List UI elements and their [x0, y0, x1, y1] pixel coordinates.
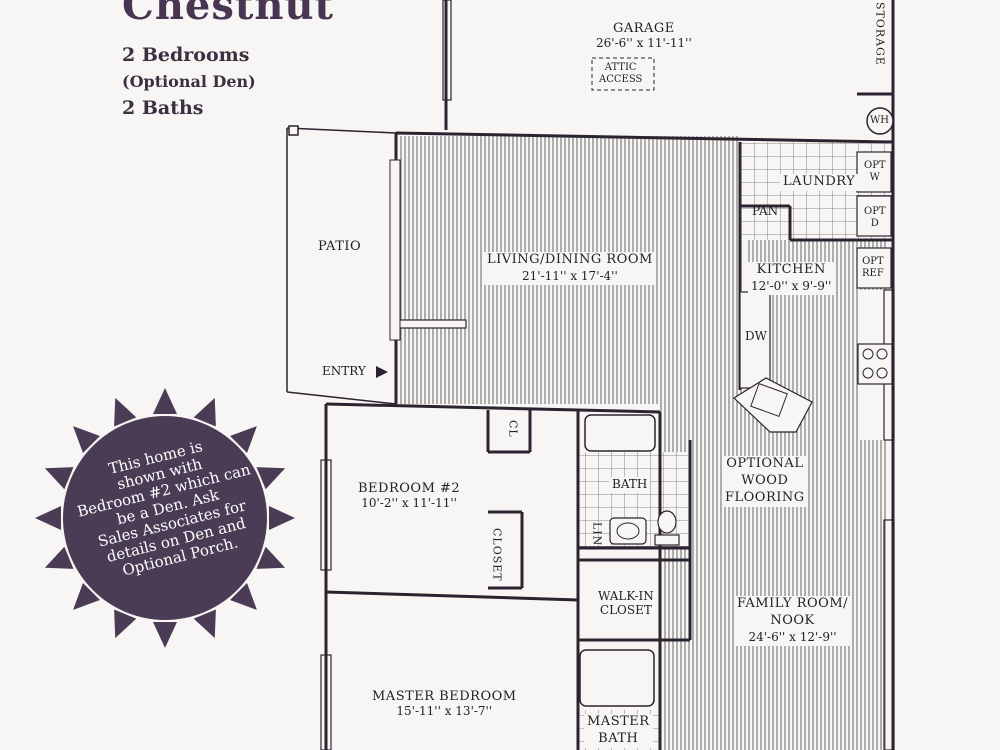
bedroom-2-closet: CLOSET — [490, 528, 504, 582]
room-master-bath: MASTER BATH — [584, 714, 653, 748]
plan-specs: 2 Bedrooms (Optional Den) 2 Baths — [122, 44, 256, 125]
spec-bedrooms: 2 Bedrooms — [122, 44, 250, 66]
linen-closet: LIN — [590, 522, 604, 547]
walk-in-closet: WALK-IN CLOSET — [598, 589, 654, 617]
room-garage: GARAGE 26'-6'' x 11'-11'' — [596, 21, 692, 50]
room-master-bedroom: MASTER BEDROOM 15'-11'' x 13'-7'' — [372, 689, 517, 718]
water-heater: WH — [870, 115, 889, 126]
spec-baths: 2 Baths — [122, 97, 204, 119]
room-bedroom-2: BEDROOM #2 10'-2'' x 11'-11'' — [358, 481, 461, 510]
plan-title: Chestnut — [122, 0, 335, 29]
room-laundry: LAUNDRY — [780, 174, 859, 191]
room-attic-access: ATTIC ACCESS — [599, 62, 643, 85]
spec-optional-den: (Optional Den) — [122, 72, 256, 91]
room-living-dining: LIVING/DINING ROOM 21'-11'' x 17'-4'' — [484, 252, 656, 285]
room-patio: PATIO — [318, 239, 362, 254]
entry-label: ENTRY — [322, 364, 366, 378]
optional-wood-flooring: OPTIONAL WOOD FLOORING — [722, 456, 808, 507]
room-storage: STORAGE — [873, 2, 887, 66]
sun-badge — [35, 388, 295, 648]
pantry: PAN — [752, 204, 779, 218]
room-kitchen: KITCHEN 12'-0'' x 9'-9'' — [748, 262, 835, 295]
room-family-nook: FAMILY ROOM/ NOOK 24'-6'' x 12'-9'' — [734, 596, 852, 646]
dishwasher: DW — [745, 329, 767, 343]
room-bath: BATH — [609, 477, 651, 493]
closet-cl: CL — [506, 420, 520, 438]
